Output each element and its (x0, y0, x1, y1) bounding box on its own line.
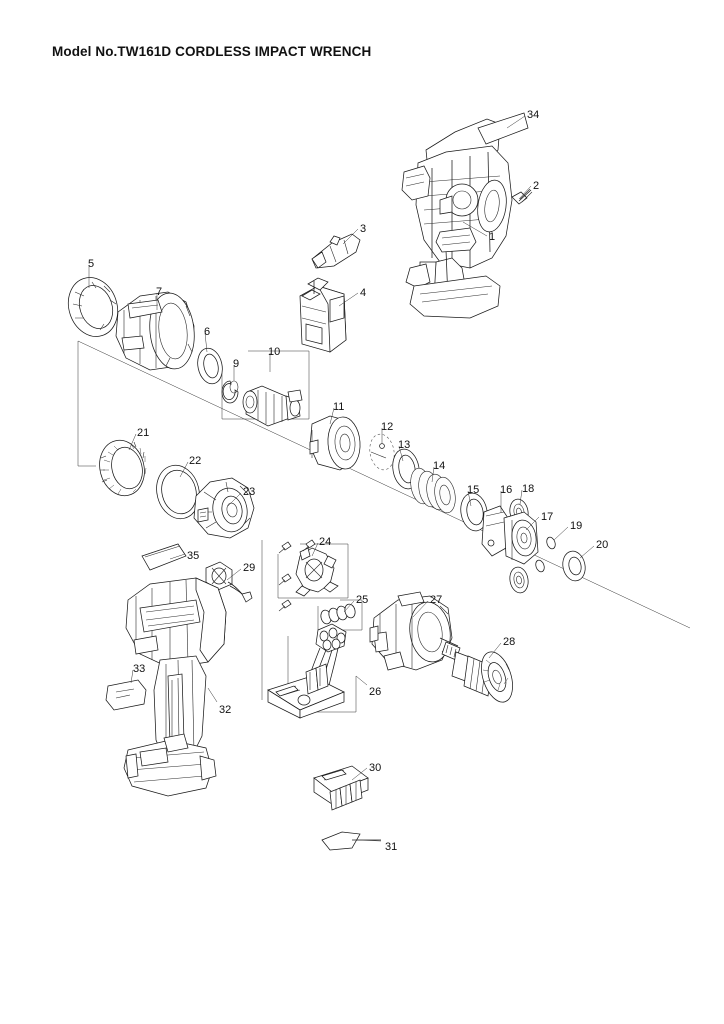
callout-controller: 26 (369, 686, 382, 698)
callout-spindle-assembly: 10 (268, 346, 281, 358)
leader-sponge-pad (169, 553, 186, 560)
callout-ring-gear: 21 (137, 427, 150, 439)
callout-spider-gear-holder: 24 (319, 536, 332, 548)
callout-sponge-pad: 35 (187, 550, 200, 562)
leader-needle-rollers (343, 600, 355, 613)
callout-leader-lines (88, 115, 595, 842)
part-spider-gear-holder (277, 539, 349, 612)
leader-nameplate (130, 669, 134, 684)
callout-tapping-screw: 2 (533, 180, 540, 192)
part-housing-set-right (401, 118, 513, 319)
callout-led-lamp-unit: 29 (243, 562, 256, 574)
callout-gear-assembly: 23 (243, 486, 256, 498)
callout-needle-rollers: 25 (356, 594, 369, 606)
callout-ring: 20 (596, 539, 609, 551)
guide-lines (77, 340, 691, 700)
part-spindle-assembly (221, 350, 310, 427)
part-switch (299, 277, 347, 353)
leader-flat-washer (467, 490, 472, 507)
part-stator (369, 591, 453, 671)
leader-gear-assembly (227, 492, 242, 507)
part-retaining-ring (221, 380, 239, 404)
part-terminal-block (313, 765, 369, 811)
callout-o-ring: 6 (204, 326, 211, 338)
leader-housing-set-left (207, 687, 218, 703)
leader-caution-label (506, 115, 526, 129)
part-switch-lever (311, 233, 361, 269)
callout-washer: 13 (398, 439, 411, 451)
callout-flat-washer: 15 (467, 484, 480, 496)
leader-stator (412, 600, 429, 618)
leader-pin (553, 526, 569, 541)
leader-led-lamp-unit (226, 568, 242, 581)
leader-switch (338, 292, 359, 307)
part-o-ring (197, 347, 223, 385)
callout-anvil: 17 (541, 511, 554, 523)
part-anvil (481, 505, 539, 565)
callout-switch: 4 (360, 287, 367, 299)
callout-hammer: 11 (333, 401, 345, 413)
part-rotor-armature (439, 637, 513, 703)
leader-rotor-armature (488, 642, 502, 659)
part-needle-rollers (317, 599, 363, 631)
callout-stator: 27 (430, 594, 443, 606)
part-controller (267, 623, 357, 719)
leader-anvil (525, 516, 540, 531)
leader-compression-spring (431, 466, 435, 483)
part-insulation-plate (321, 831, 381, 851)
callout-o-ring-large: 22 (189, 455, 202, 467)
callout-steel-ball: 12 (381, 421, 394, 433)
part-hammer (309, 415, 361, 471)
callout-caution-label: 34 (527, 109, 540, 121)
part-housing-set-left (123, 577, 227, 797)
leader-spider-gear-holder (311, 542, 319, 557)
callout-ball-bearing: 18 (522, 483, 535, 495)
leader-ball-bearing (519, 489, 523, 505)
callout-compression-spring: 14 (433, 460, 446, 472)
part-compression-spring (410, 467, 456, 514)
part-o-ring-large (156, 464, 200, 520)
callout-retaining-ring: 9 (233, 358, 240, 370)
part-hammer-case (115, 291, 195, 371)
part-steel-ball (369, 433, 395, 471)
leader-housing-set-right (462, 221, 488, 237)
callout-hammer-case: 7 (156, 286, 163, 298)
leader-o-ring (204, 332, 208, 353)
callout-pin: 19 (570, 520, 583, 532)
part-pin (535, 536, 556, 573)
part-sponge-pad (141, 543, 187, 571)
part-caution-label (477, 112, 529, 145)
leader-ring (579, 545, 595, 559)
callout-terminal-block: 30 (369, 762, 382, 774)
part-nameplate (105, 679, 147, 711)
leader-hammer (329, 407, 335, 425)
callout-housing-set-right: 1 (489, 231, 496, 243)
leader-tapping-screw (518, 185, 532, 200)
callout-steel-ball-small: 16 (500, 484, 513, 496)
part-ring-gear (99, 439, 147, 497)
leader-ring-gear (128, 433, 137, 451)
leader-insulation-plate (356, 839, 382, 842)
callout-bumper-ring: 5 (88, 258, 95, 270)
callout-switch-lever: 3 (360, 223, 367, 235)
part-ring (562, 550, 586, 582)
part-bumper-ring (67, 277, 119, 337)
callout-rotor-armature: 28 (503, 636, 516, 648)
callout-housing-set-left: 32 (219, 704, 232, 716)
leader-o-ring-large (179, 461, 189, 478)
leader-switch-lever (342, 228, 359, 245)
page-title: Model No.TW161D CORDLESS IMPACT WRENCH (52, 44, 372, 59)
part-led-lamp-unit (205, 561, 253, 603)
leader-terminal-block (351, 767, 368, 781)
callout-insulation-plate: 31 (385, 841, 398, 853)
leader-controller (355, 675, 368, 686)
leader-washer (398, 445, 404, 462)
callout-nameplate: 33 (133, 663, 146, 675)
part-gear-assembly (193, 477, 255, 539)
part-tapping-screw (511, 188, 533, 205)
